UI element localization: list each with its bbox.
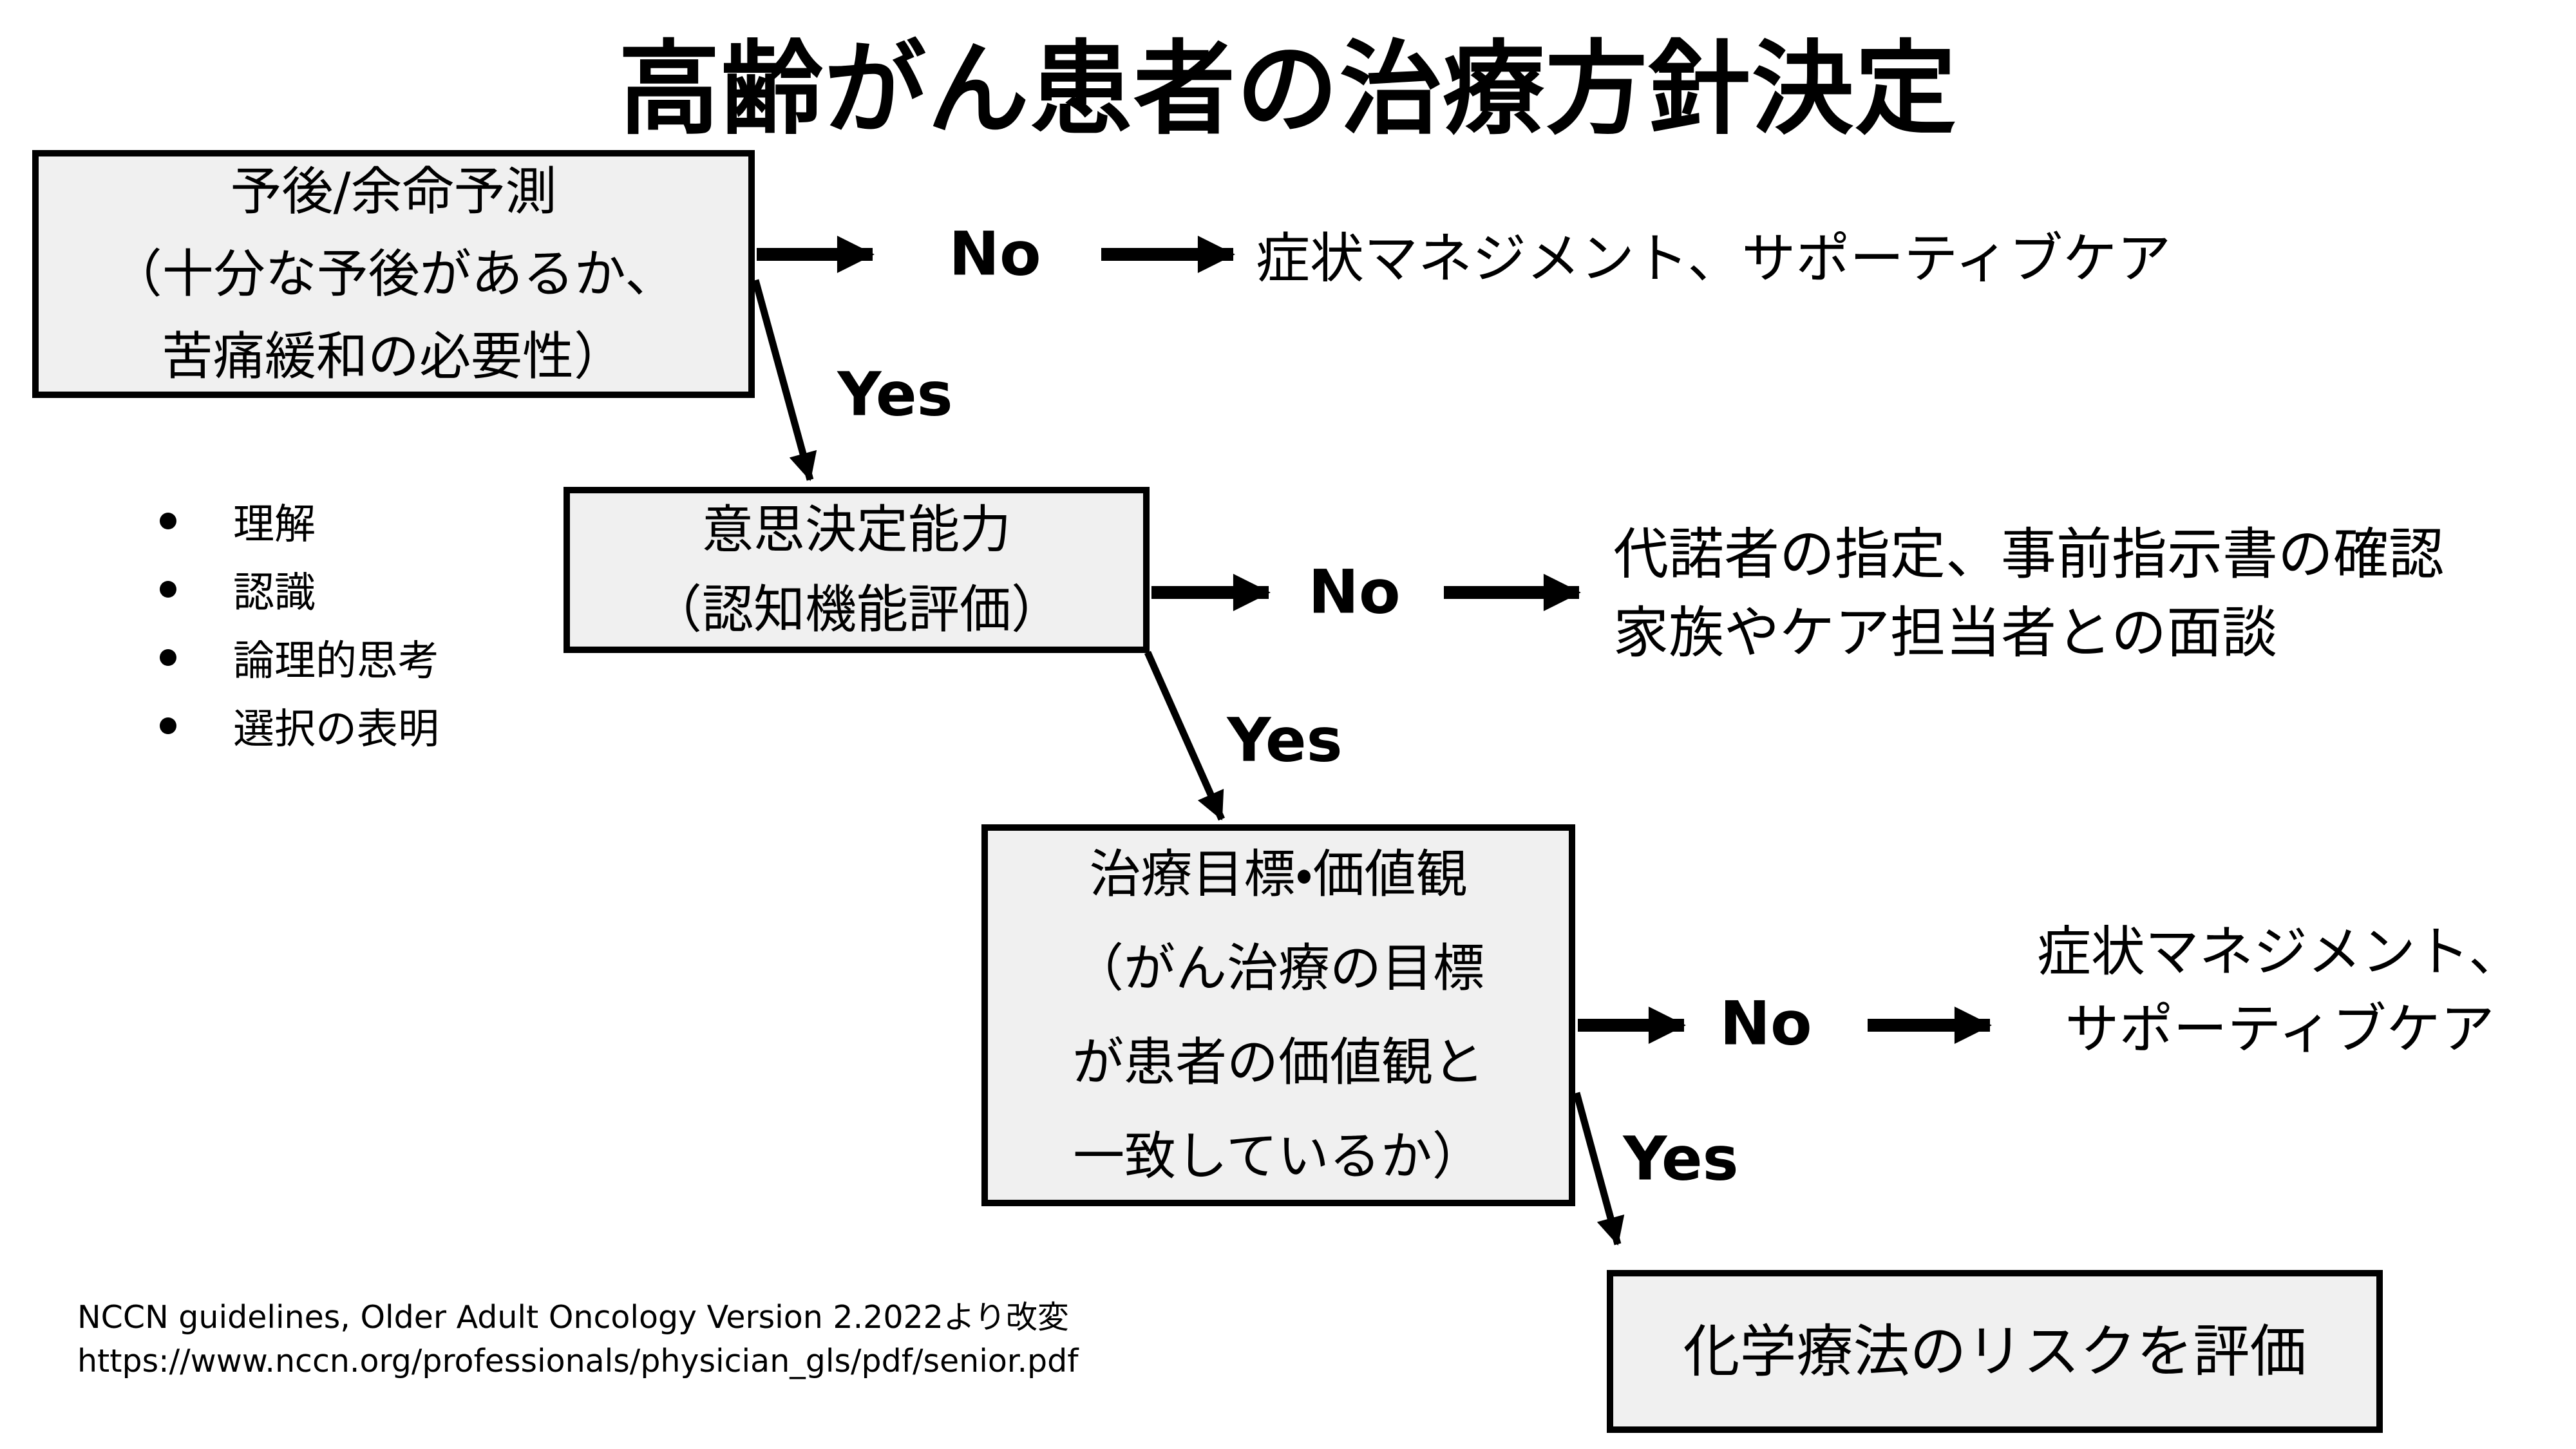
box-line: （十分な予後があるか、 <box>110 243 677 304</box>
bullet-icon <box>160 649 176 666</box>
branch-no-1: No <box>949 219 1041 290</box>
branch-yes-2: Yes <box>1227 705 1343 776</box>
citation-line: NCCN guidelines, Older Adult Oncology Ve… <box>77 1299 1069 1336</box>
box-capacity: 意思決定能力 （認知機能評価） <box>564 487 1150 653</box>
list-item-label: 選択の表明 <box>233 706 439 753</box>
outcome-line: 家族やケア担当者との面談 <box>1613 601 2278 665</box>
box-line: 一致しているか） <box>1073 1126 1484 1186</box>
outcome-symptom-care-top: 症状マネジメント、サポーティブケア <box>1256 227 2172 290</box>
outcome-surrogate: 代諾者の指定、事前指示書の確認 家族やケア担当者との面談 <box>1613 515 2444 672</box>
bullet-icon <box>160 581 176 598</box>
outcome-line: サポーティブケア <box>2065 998 2495 1061</box>
outcome-line: 代諾者の指定、事前指示書の確認 <box>1613 522 2444 587</box>
box-prognosis: 予後/余命予測 （十分な予後があるか、 苦痛緩和の必要性） <box>32 150 755 398</box>
arrow-yes3-to-chemo <box>1573 1092 1625 1246</box>
arrow-yes2-to-goals <box>1144 650 1226 821</box>
box-goals: 治療目標・価値観 （がん治療の目標 が患者の価値観と 一致しているか） <box>981 824 1575 1206</box>
box-line: （がん治療の目標 <box>1072 938 1484 998</box>
list-item: 論理的思考 <box>160 623 439 692</box>
page-title: 高齢がん患者の治療方針決定 <box>618 30 1958 149</box>
box-chemo-risk: 化学療法のリスクを評価 <box>1607 1270 2383 1433</box>
box-line: 予後/余命予測 <box>230 161 557 222</box>
bullet-icon <box>160 717 176 734</box>
citation-line: https://www.nccn.org/professionals/physi… <box>77 1343 1079 1379</box>
outcome-line: 症状マネジメント、 <box>2036 920 2523 983</box>
box-line: が患者の価値観と <box>1072 1032 1484 1092</box>
capacity-criteria-list: 理解 認識 論理的思考 選択の表明 <box>160 487 439 760</box>
outcome-symptom-care-bottom: 症状マネジメント、 サポーティブケア <box>2022 913 2537 1068</box>
arrow-yes1-to-capacity <box>752 279 817 482</box>
branch-no-2: No <box>1308 557 1401 628</box>
list-item: 理解 <box>160 487 439 555</box>
box-line: 化学療法のリスクを評価 <box>1683 1318 2307 1385</box>
bullet-icon <box>160 513 176 529</box>
branch-no-3: No <box>1719 989 1812 1059</box>
list-item: 認識 <box>160 555 439 623</box>
branch-yes-3: Yes <box>1623 1124 1739 1195</box>
list-item-label: 認識 <box>233 569 316 617</box>
citation: NCCN guidelines, Older Adult Oncology Ve… <box>77 1296 1078 1383</box>
list-item: 選択の表明 <box>160 692 439 760</box>
box-line: （認知機能評価） <box>650 580 1063 639</box>
box-line: 意思決定能力 <box>702 500 1011 560</box>
list-item-label: 理解 <box>233 501 316 549</box>
list-item-label: 論理的思考 <box>233 638 439 685</box>
box-line: 治療目標・価値観 <box>1089 844 1468 904</box>
box-line: 苦痛緩和の必要性） <box>162 326 625 386</box>
branch-yes-1: Yes <box>837 359 953 430</box>
